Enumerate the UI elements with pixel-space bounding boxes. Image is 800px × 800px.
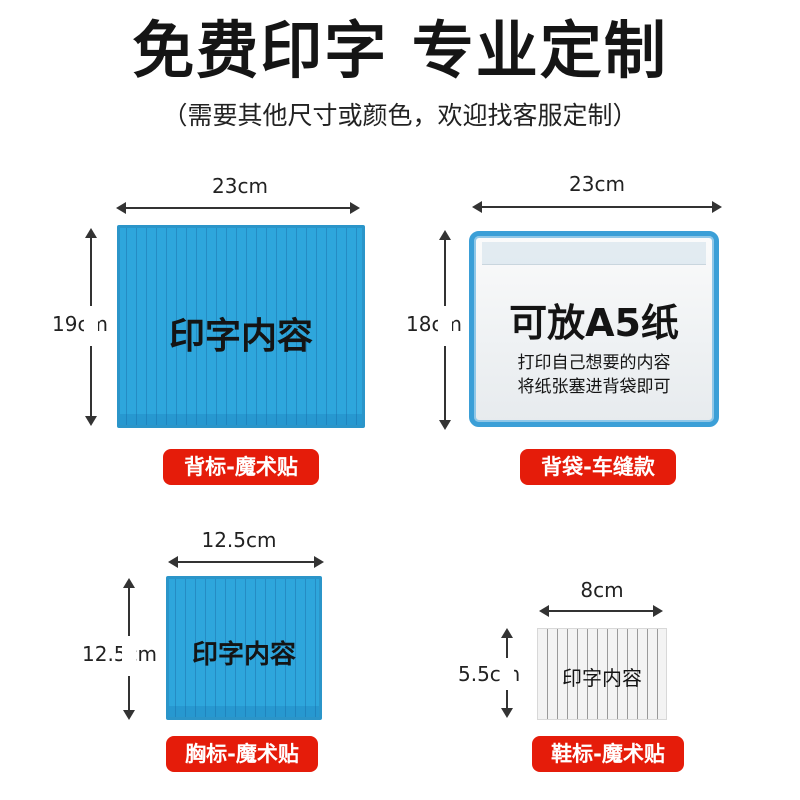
product-badge: 鞋标-魔术贴 (532, 736, 684, 772)
width-arrow (472, 201, 722, 213)
shoe-label-patch: 印字内容 (537, 628, 667, 720)
product-badge: 背标-魔术贴 (163, 449, 319, 485)
height-label: 12.5cm (82, 642, 158, 666)
page-title: 免费印字 专业定制 (132, 14, 668, 87)
width-label: 12.5cm (201, 528, 277, 552)
patch-print-text: 印字内容 (562, 666, 642, 690)
pocket-instruction-line2: 将纸张塞进背袋即可 (517, 377, 671, 397)
width-arrow (168, 556, 324, 568)
page-subtitle: （需要其他尺寸或颜色，欢迎找客服定制） (162, 101, 638, 130)
patch-print-text: 印字内容 (168, 316, 313, 357)
patch-print-text: 印字内容 (191, 640, 296, 670)
width-arrow (539, 605, 663, 617)
product-badge: 胸标-魔术贴 (166, 736, 318, 772)
width-label: 23cm (212, 174, 268, 198)
height-label: 18cm (406, 312, 462, 336)
clear-pocket: 可放A5纸 打印自己想要的内容 将纸张塞进背袋即可 (469, 231, 719, 427)
width-label: 23cm (569, 172, 625, 196)
pocket-instruction-line1: 打印自己想要的内容 (517, 353, 671, 373)
chest-label-patch: 印字内容 (166, 576, 322, 720)
width-label: 8cm (580, 578, 624, 602)
product-badge: 背袋-车缝款 (520, 449, 676, 485)
height-label: 19cm (52, 312, 108, 336)
back-label-patch: 印字内容 (117, 225, 365, 428)
pocket-title: 可放A5纸 (509, 301, 679, 345)
width-arrow (116, 202, 360, 214)
